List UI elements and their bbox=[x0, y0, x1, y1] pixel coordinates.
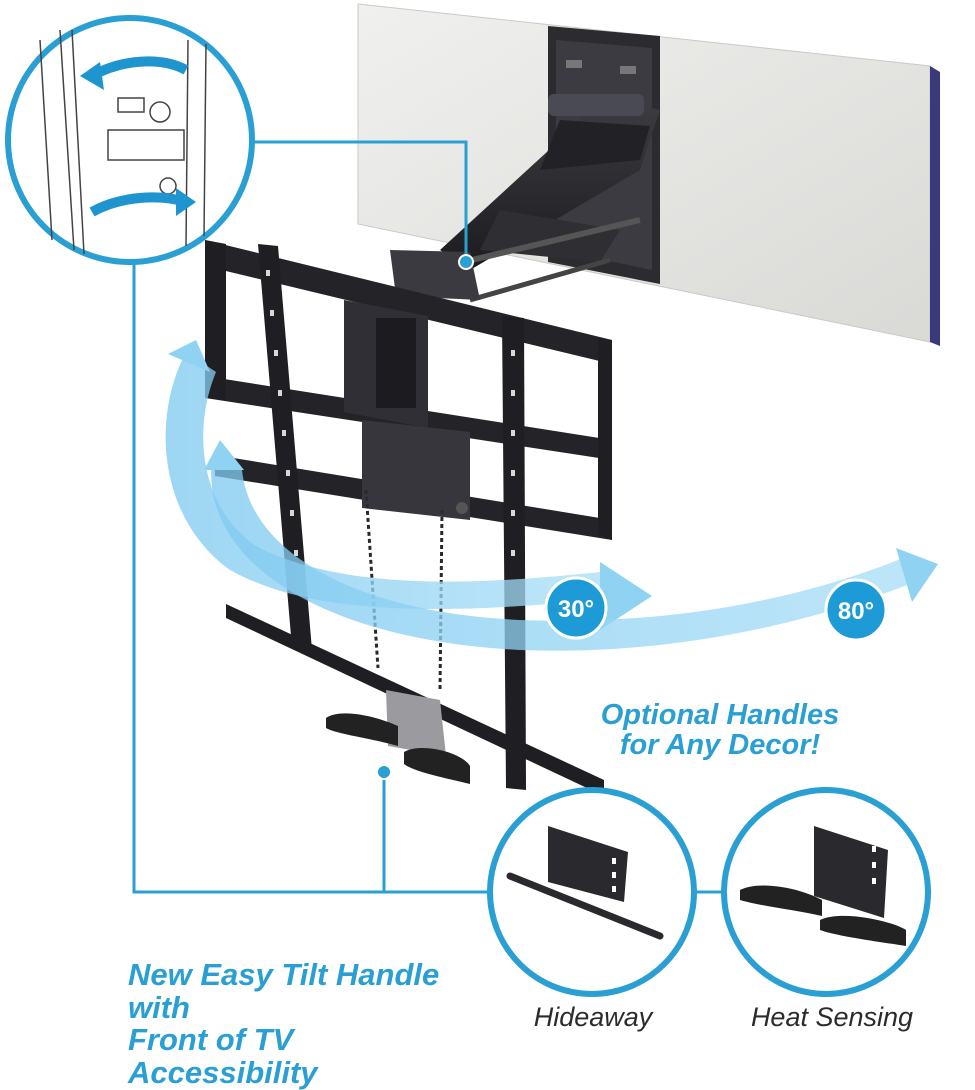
center-mount-plate bbox=[344, 300, 470, 520]
heat-sensing-handle-inset bbox=[721, 787, 931, 997]
product-illustration: 30° 80° bbox=[5, 3, 940, 1088]
tilt-handle-bar bbox=[226, 604, 604, 796]
hideaway-handle-inset bbox=[487, 787, 697, 997]
callout-lines bbox=[132, 140, 726, 894]
chains bbox=[364, 489, 444, 691]
hideaway-label: Hideaway bbox=[533, 1002, 653, 1032]
callout-dot bbox=[376, 764, 392, 780]
callout-dot bbox=[458, 254, 474, 270]
caption-line: for Any Decor! bbox=[619, 729, 821, 762]
vertical-rails bbox=[258, 244, 526, 790]
zoom-inset bbox=[5, 15, 255, 265]
heat-sensing-label: Heat Sensing bbox=[750, 1002, 914, 1032]
mount-diagram: 30° 80° bbox=[5, 3, 940, 997]
tilt-badge-30: 30° bbox=[544, 576, 608, 640]
tilt-handle-caption: New Easy Tilt Handle with Front of TV Ac… bbox=[128, 957, 488, 1090]
tilt-badge-label: 80° bbox=[838, 598, 874, 625]
tilt-badge-80: 80° bbox=[824, 578, 888, 642]
caption-line: Front of TV Accessibility bbox=[128, 1022, 318, 1090]
caption-line: New Easy Tilt Handle with bbox=[128, 957, 440, 1025]
caption-line: Optional Handles bbox=[600, 699, 840, 731]
optional-handles-caption: Optional Handles for Any Decor! bbox=[598, 700, 842, 761]
tilt-badge-label: 30° bbox=[558, 596, 594, 623]
